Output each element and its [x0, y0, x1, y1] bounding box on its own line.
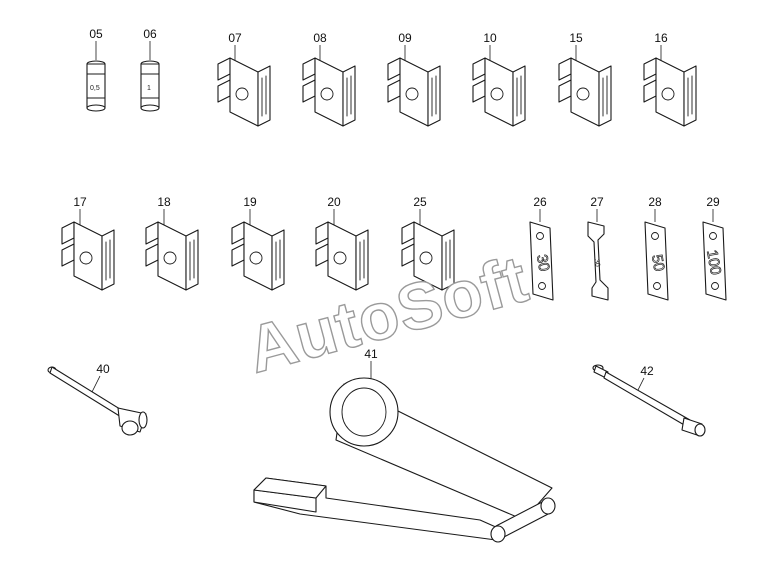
fuse-29: 29 100 [702, 195, 727, 301]
part-label-08: 08 [313, 31, 327, 45]
fuse-26: 26 30 [529, 195, 554, 301]
part-label-15: 15 [569, 31, 583, 45]
fuse-05: 05 0,5 [86, 27, 106, 112]
fuse-27: 27 30 [587, 195, 609, 301]
part-label-20: 20 [327, 195, 341, 209]
fuse-06: 06 1 [140, 27, 160, 112]
fuse-10: 10 [472, 31, 526, 127]
fuse-06-rating: 1 [147, 85, 151, 92]
part-label-09: 09 [398, 31, 412, 45]
fuse-19: 19 [231, 195, 285, 291]
fuse-28: 28 50 [644, 195, 669, 301]
fuse-05-rating: 0,5 [90, 85, 100, 92]
part-label-26: 26 [533, 195, 547, 209]
part-label-19: 19 [243, 195, 257, 209]
part-label-05: 05 [89, 27, 103, 41]
fuse-20: 20 [315, 195, 369, 291]
fuse-27-rating: 30 [593, 259, 601, 268]
part-label-17: 17 [73, 195, 87, 209]
part-label-07: 07 [228, 31, 242, 45]
part-label-25: 25 [413, 195, 427, 209]
tool-40: 40 [47, 362, 148, 436]
tool-42: 42 [592, 364, 706, 437]
part-label-06: 06 [143, 27, 157, 41]
part-label-16: 16 [654, 31, 668, 45]
fuse-08: 08 [302, 31, 356, 127]
fuse-16: 16 [643, 31, 697, 127]
part-label-18: 18 [157, 195, 171, 209]
fuse-09: 09 [387, 31, 441, 127]
part-label-41: 41 [364, 347, 378, 361]
part-label-40: 40 [96, 362, 110, 376]
fuse-07: 07 [217, 31, 271, 127]
holder-41: 41 [253, 347, 556, 543]
fuse-25: 25 [401, 195, 455, 291]
part-label-29: 29 [706, 195, 720, 209]
fuse-29-rating: 100 [703, 249, 724, 277]
fuse-15: 15 [558, 31, 612, 127]
fuse-17: 17 [61, 195, 115, 291]
fuse-18: 18 [145, 195, 199, 291]
fuse-28-rating: 50 [648, 253, 668, 272]
part-label-27: 27 [590, 195, 604, 209]
part-label-10: 10 [483, 31, 497, 45]
part-label-42: 42 [640, 364, 654, 378]
part-label-28: 28 [648, 195, 662, 209]
fuse-26-rating: 30 [533, 253, 553, 272]
